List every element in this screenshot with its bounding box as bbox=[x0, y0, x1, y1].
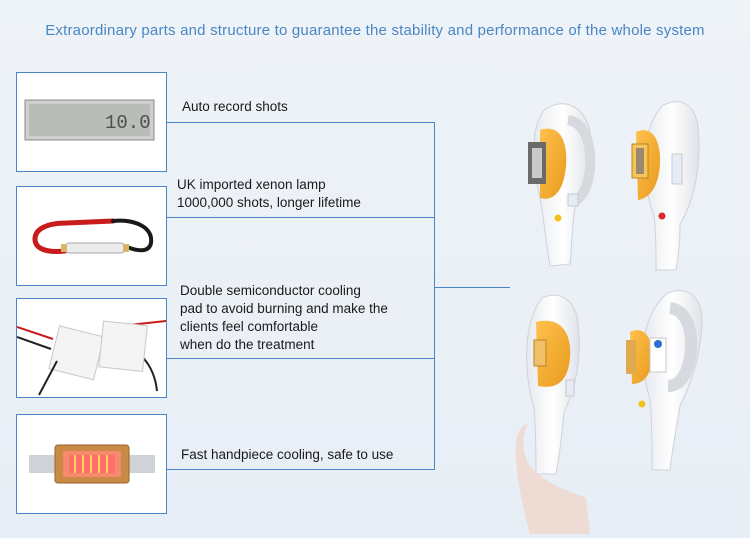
connector-line bbox=[167, 122, 435, 123]
connector-trunk bbox=[434, 122, 435, 470]
caption-handpiece-cooling: Fast handpiece cooling, safe to use bbox=[181, 446, 393, 464]
caption-auto-record: Auto record shots bbox=[182, 98, 288, 116]
caption-line: when do the treatment bbox=[180, 337, 315, 352]
thumb-lcd-counter: 10.0 bbox=[16, 72, 167, 172]
caption-line: clients feel comfortable bbox=[180, 319, 319, 334]
caption-xenon-lamp: UK imported xenon lamp 1000,000 shots, l… bbox=[177, 176, 361, 212]
thumb-xenon-lamp bbox=[16, 186, 167, 286]
xenon-lamp-wire-icon bbox=[17, 187, 166, 285]
thumb-cooling-pads bbox=[16, 298, 167, 398]
lcd-counter-display-icon: 10.0 bbox=[17, 73, 166, 171]
thumb-filter-window bbox=[16, 414, 167, 514]
cooling-pads-icon bbox=[17, 299, 166, 397]
caption-line: Auto record shots bbox=[182, 99, 288, 114]
caption-line: UK imported xenon lamp bbox=[177, 177, 326, 192]
svg-text:10.0: 10.0 bbox=[105, 112, 151, 134]
caption-semiconductor-cooling: Double semiconductor cooling pad to avoi… bbox=[180, 282, 388, 354]
connector-line bbox=[434, 287, 510, 288]
caption-line: 1000,000 shots, longer lifetime bbox=[177, 195, 361, 210]
caption-line: Fast handpiece cooling, safe to use bbox=[181, 447, 394, 462]
connector-line bbox=[167, 217, 435, 218]
glowing-filter-window-icon bbox=[17, 415, 166, 513]
caption-line: Double semiconductor cooling bbox=[180, 283, 361, 298]
handpiece-top-right bbox=[631, 101, 700, 271]
handpiece-bottom-left bbox=[515, 294, 590, 534]
caption-line: pad to avoid burning and make the bbox=[180, 301, 388, 316]
page-headline: Extraordinary parts and structure to gua… bbox=[45, 22, 705, 39]
connector-line bbox=[167, 358, 435, 359]
connector-line bbox=[167, 469, 435, 470]
handpiece-bottom-right bbox=[626, 290, 703, 471]
handpiece-top-left bbox=[528, 103, 596, 267]
handpiece-product-group bbox=[515, 101, 703, 534]
